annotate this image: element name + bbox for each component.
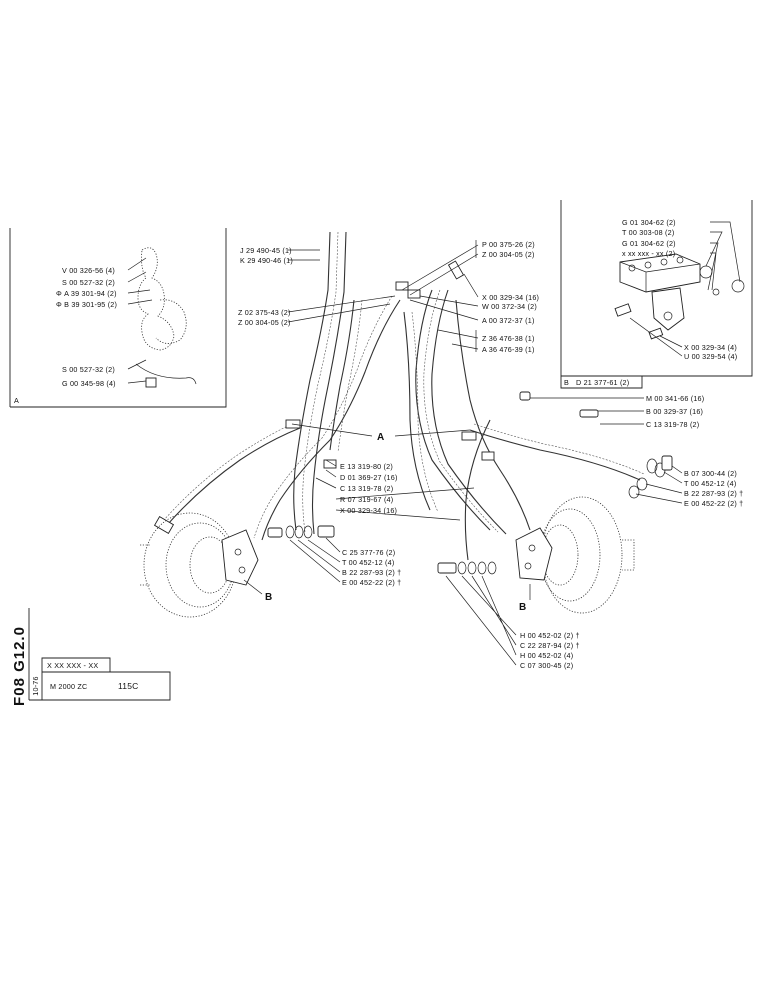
lower-center-part-2: C 22 287-94 (2) † [520,641,580,650]
lower-left-part-2: T 00 452-12 (4) [342,558,394,567]
inset-b-label: B [564,378,569,387]
callout-a: A [377,432,384,443]
right-part-3: C 13 319-78 (2) [646,420,699,429]
sheet-date: 10-76 [31,676,40,695]
top-right-part-5: A 00 372-37 (1) [482,316,535,325]
sheet-code: F08 G12.0 [11,626,28,706]
center-part-1: E 13 319-80 (2) [340,462,393,471]
inset-a-part-2: S 00 527-32 (2) [62,278,115,287]
right-fittings [519,391,683,504]
center-part-5: X 00 329-34 (16) [340,506,397,515]
callout-b-left: B [265,592,272,603]
top-left-part-4: Z 00 304-05 (2) [238,318,291,327]
callout-a-leader [291,423,471,437]
inset-b-ref: D 21 377-61 (2) [576,378,629,387]
top-right-part-7: A 36 476-39 (1) [482,345,535,354]
top-left-leaders [287,249,396,323]
inset-a-part-1: V 00 326-56 (4) [62,266,115,275]
top-left-part-3: Z 02 375-43 (2) [238,308,291,317]
inset-b-part-1: G 01 304-62 (2) [622,218,676,227]
center-part-3: C 13 319-78 (2) [340,484,393,493]
right-part-7: E 00 452-22 (2) † [684,499,743,508]
right-part-5: T 00 452-12 (4) [684,479,736,488]
top-left-part-2: K 29 490-46 (1) [240,256,293,265]
lower-left-part-1: C 25 377-76 (2) [342,548,395,557]
inset-b-part-3: G 01 304-62 (2) [622,239,676,248]
top-right-part-1: P 00 375-26 (2) [482,240,535,249]
inset-a-part-6: G 00 345-98 (4) [62,379,116,388]
inset-a-part-3: Φ A 39 301-94 (2) [56,289,117,298]
sheet-serial: X XX XXX - XX [47,661,98,670]
lower-center-fittings [437,561,517,666]
inset-a-part-5: S 00 527-32 (2) [62,365,115,374]
center-part-2: D 01 369-27 (16) [340,473,398,482]
sheet-variant: 115C [118,681,139,691]
callout-b-right: B [519,602,526,613]
right-part-2: B 00 329-37 (16) [646,407,703,416]
sheet-model: M 2000 ZC [50,682,87,691]
top-right-part-6: Z 36 476-38 (1) [482,334,535,343]
inset-a: A V 00 326-56 (4) S 00 527-32 (2) Φ A 39… [9,228,227,408]
right-part-6: B 22 287-93 (2) † [684,489,743,498]
title-block: F08 G12.0 10-76 X XX XXX - XX M 2000 ZC … [11,608,171,706]
inset-a-label: A [14,396,19,405]
right-part-1: M 00 341-66 (16) [646,394,704,403]
top-right-part-4: W 00 372-34 (2) [482,302,537,311]
top-right-part-3: X 00 329-34 (16) [482,293,539,302]
inset-b-part-2: T 00 303-08 (2) [622,228,674,237]
right-wheel [515,496,635,614]
inset-b-part-6: U 00 329-54 (4) [684,352,737,361]
inset-b: B D 21 377-61 (2) G 01 304-62 (2) T 00 3… [560,200,753,389]
lower-center-part-3: H 00 452-02 (4) [520,651,573,660]
center-leaders [315,459,475,521]
left-wheel [140,512,259,618]
top-right-part-2: Z 00 304-05 (2) [482,250,535,259]
lower-center-part-4: C 07 300-45 (2) [520,661,573,670]
inset-b-part-5: X 00 329-34 (4) [684,343,737,352]
lower-center-part-1: H 00 452-02 (2) † [520,631,580,640]
center-part-4: R 07 319-67 (4) [340,495,393,504]
right-part-4: B 07 300-44 (2) [684,469,737,478]
hose-assembly [153,231,645,561]
callout-b-left-leader [243,579,263,595]
lower-left-part-4: E 00 452-22 (2) † [342,578,401,587]
inset-b-part-4: x xx xxx - xx (2) [622,249,675,258]
top-left-part-1: J 29 490-45 (1) [240,246,292,255]
lower-left-part-3: B 22 287-93 (2) † [342,568,401,577]
top-right-leaders [401,244,479,350]
inset-a-part-4: Φ B 39 301-95 (2) [56,300,117,309]
lower-left-fittings [267,525,341,583]
